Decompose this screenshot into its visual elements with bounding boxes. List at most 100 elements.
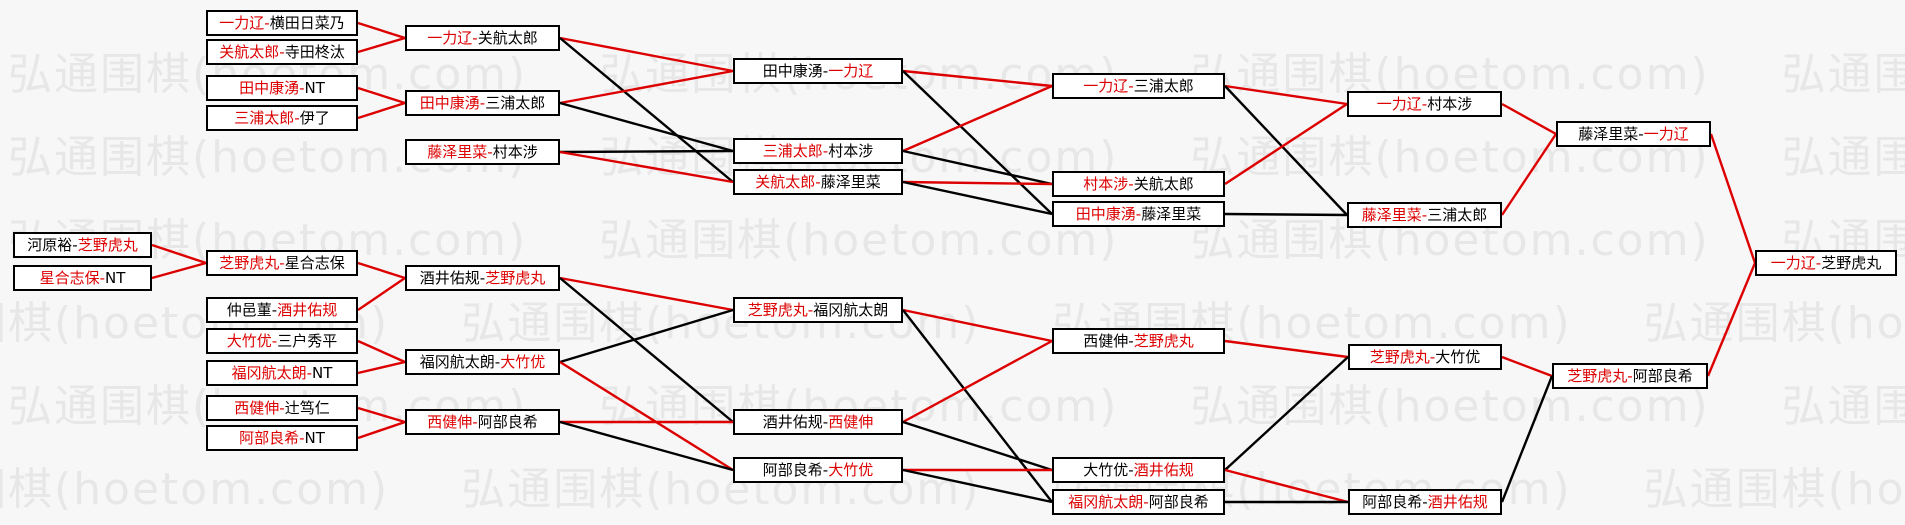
player1-name: 西健伸 [1083, 331, 1129, 350]
player2-name: 星合志保 [284, 253, 345, 272]
player2-name: 芝野虎丸 [77, 235, 138, 254]
vs-separator: - [472, 28, 478, 47]
watermark-text: 弘通围棋(hoetom.com) [1781, 48, 1905, 100]
watermark-row: 弘通围棋(hoetom.com)弘通围棋(hoetom.com)弘通围棋(hoe… [0, 453, 1905, 517]
bracket-line-red [357, 339, 406, 364]
player2-name: 一力辽 [1643, 124, 1689, 143]
bracket-line-black [559, 101, 734, 153]
player1-name: 田中康湧 [762, 61, 823, 80]
bracket-line-red [1501, 355, 1553, 378]
vs-separator: - [279, 398, 285, 417]
match-box-t1c: 田中康湧-NT [206, 75, 358, 101]
player1-name: 村本涉 [1083, 174, 1129, 193]
bracket-line-black [559, 37, 734, 183]
match-box-bb5: 西健伸-辻笃仁 [206, 395, 358, 421]
vs-separator: - [279, 253, 285, 272]
player2-name: 藤泽里菜 [1141, 204, 1202, 223]
match-box-ba1: 河原裕-芝野虎丸 [13, 232, 152, 258]
bracket-line-black [1224, 356, 1349, 471]
match-box-t3b: 三浦太郎-村本涉 [733, 138, 903, 164]
player2-name: 一力辽 [828, 61, 874, 80]
vs-separator: - [822, 460, 829, 479]
bracket-line-black [559, 420, 734, 472]
match-box-t3c: 关航太郎-藤泽里菜 [733, 169, 903, 195]
player2-name: 三户秀平 [277, 331, 338, 350]
player1-name: 芝野虎丸 [1369, 347, 1430, 366]
player1-name: 一力辽 [219, 13, 265, 32]
player2-name: 芝野虎丸 [485, 268, 546, 287]
vs-separator: - [1128, 331, 1134, 350]
player1-name: 酒井佑规 [762, 412, 823, 431]
player2-name: 大竹优 [828, 460, 874, 479]
player1-name: 河原裕 [27, 235, 73, 254]
match-box-be1: 西健伸-芝野虎丸 [1052, 328, 1225, 354]
player1-name: 阿部良希 [762, 460, 823, 479]
bracket-line-red [559, 69, 734, 105]
bracket-line-red [357, 360, 406, 375]
match-box-bg1: 芝野虎丸-阿部良希 [1552, 363, 1708, 389]
vs-separator: - [271, 331, 278, 350]
player1-name: 福冈航太朗 [231, 363, 307, 382]
watermark-text: 弘通围棋(hoetom.com) [1643, 463, 1905, 515]
watermark-text: 弘通围棋(hoetom.com) [0, 463, 390, 515]
player2-name: 横田日菜乃 [269, 13, 345, 32]
bracket-line-black [559, 277, 734, 423]
player1-name: 一力辽 [1083, 76, 1129, 95]
player2-name: 村本涉 [828, 141, 874, 160]
match-box-f: 一力辽-芝野虎丸 [1755, 250, 1897, 276]
player1-name: 福冈航太朗 [419, 352, 495, 371]
bracket-line-red [902, 308, 1053, 343]
vs-separator: - [271, 300, 278, 319]
match-box-bb4: 福冈航太朗-NT [206, 360, 358, 386]
vs-separator: - [294, 108, 300, 127]
match-box-be3: 福冈航太朗-阿部良希 [1052, 489, 1225, 515]
player1-name: 田中康湧 [419, 93, 480, 112]
bracket-line-red [151, 243, 207, 265]
vs-separator: - [822, 141, 829, 160]
watermark-text: 弘通围棋(hoetom.com) [1782, 524, 1905, 525]
bracket-line-red [1224, 468, 1349, 504]
player2-name: 伊了 [299, 108, 330, 127]
bracket-line-red [357, 261, 406, 280]
watermark-text: 弘通围棋(hoetom.com) [8, 524, 527, 525]
player1-name: 西健伸 [427, 412, 473, 431]
vs-separator: - [264, 13, 270, 32]
bracket-line-red [357, 36, 406, 54]
match-box-bd3: 阿部良希-大竹优 [733, 457, 903, 483]
bracket-line-red [357, 277, 406, 311]
watermark-text: 弘通围棋(hoetom.com) [1643, 297, 1905, 349]
vs-separator: - [72, 235, 78, 254]
player1-name: 阿部良希 [1362, 492, 1423, 511]
match-box-bf1: 芝野虎丸-大竹优 [1348, 344, 1502, 370]
player2-name: 村本涉 [1427, 94, 1473, 113]
player1-name: 一力辽 [1376, 94, 1422, 113]
vs-separator: - [1128, 76, 1134, 95]
bracket-line-black [1224, 212, 1348, 217]
vs-separator: - [1627, 366, 1633, 385]
match-box-bd2: 酒井佑规-西健伸 [733, 409, 903, 435]
player1-name: 一力辽 [427, 28, 473, 47]
bracket-line-black [902, 70, 1053, 215]
match-box-t2a: 一力辽-关航太郎 [405, 25, 560, 51]
player1-name: 仲邑菫 [226, 300, 272, 319]
player2-name: NT [304, 78, 325, 97]
match-box-t3a: 田中康湧-一力辽 [733, 58, 903, 84]
vs-separator: - [822, 412, 829, 431]
bracket-line-red [902, 339, 1053, 424]
bracket-line-red [559, 276, 734, 312]
bracket-line-red [902, 84, 1053, 153]
player2-name: 关航太郎 [477, 28, 538, 47]
player2-name: 三浦太郎 [1427, 205, 1488, 224]
player1-name: 关航太郎 [755, 172, 816, 191]
match-box-t1b: 关航太郎-寺田柊汰 [206, 39, 358, 65]
match-box-bb2: 仲邑菫-酒井佑规 [206, 297, 358, 323]
vs-separator: - [822, 61, 829, 80]
vs-separator: - [479, 268, 486, 287]
match-box-t5a: 一力辽-村本涉 [1347, 91, 1502, 117]
bracket-line-red [357, 420, 406, 440]
bracket-line-red [1224, 102, 1348, 186]
vs-separator: - [1128, 174, 1134, 193]
vs-separator: - [99, 268, 106, 287]
bracket-line-red [902, 180, 1053, 186]
